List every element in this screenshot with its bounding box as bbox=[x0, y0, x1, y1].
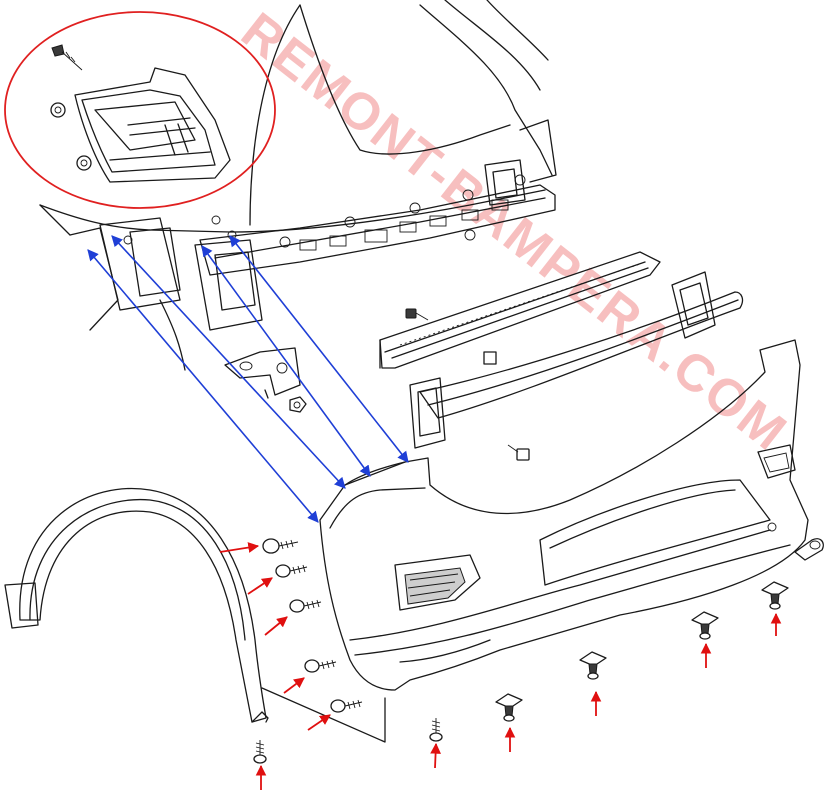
push-clip-icon bbox=[579, 651, 607, 680]
nut-icon bbox=[76, 155, 92, 171]
fastener-arrow bbox=[307, 714, 331, 731]
fastener-arrows bbox=[219, 542, 782, 790]
fastener-arrow bbox=[264, 616, 288, 636]
detail-circle bbox=[4, 11, 276, 209]
screw-group-bracket bbox=[261, 687, 386, 743]
fastener-arrow bbox=[283, 677, 305, 694]
fastener-arrow bbox=[219, 542, 260, 553]
screw-icon bbox=[51, 44, 83, 71]
alignment-arrow bbox=[111, 235, 346, 489]
bumper-reinforcement-beam bbox=[409, 271, 744, 449]
screw-icon bbox=[304, 659, 337, 673]
fastener-arrow bbox=[247, 577, 273, 595]
nut-icon bbox=[50, 102, 66, 118]
screw-icon bbox=[262, 538, 299, 554]
nut-icon bbox=[289, 396, 307, 413]
wheel-arch-trim bbox=[4, 487, 269, 723]
fastener-arrow bbox=[430, 742, 441, 769]
rear-bumper-cover bbox=[319, 339, 809, 691]
screw-icon bbox=[330, 699, 363, 713]
tail-light-detail bbox=[4, 11, 276, 209]
screw-icon bbox=[275, 564, 308, 578]
push-clip-icon bbox=[761, 581, 789, 610]
push-clip-icon bbox=[495, 693, 523, 722]
alignment-arrow bbox=[229, 235, 409, 463]
screw-icon bbox=[429, 718, 443, 742]
screw-icon bbox=[507, 444, 530, 461]
side-mounting-bracket bbox=[224, 347, 301, 399]
tow-eye-cover bbox=[794, 538, 824, 561]
screw-icon bbox=[405, 308, 429, 321]
alignment-arrows bbox=[87, 235, 409, 523]
push-clip-icon bbox=[691, 611, 719, 640]
screw-icon bbox=[253, 740, 267, 764]
screw-icon bbox=[289, 599, 322, 613]
